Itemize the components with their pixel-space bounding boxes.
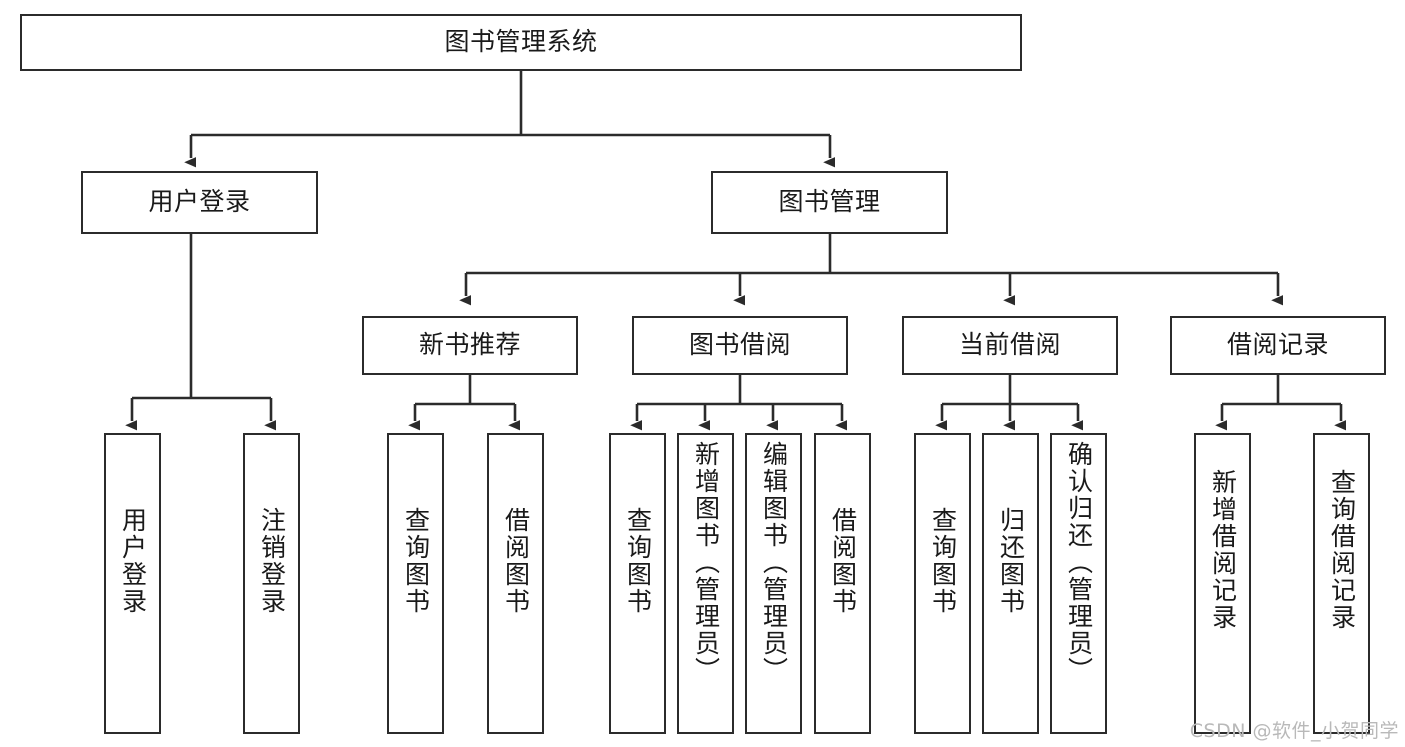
leaf-add-book-admin[interactable]: 新增图书（管理员） — [677, 433, 734, 734]
node-label: 查询借阅记录 — [1327, 469, 1357, 631]
node-label: 借阅图书 — [828, 507, 858, 615]
leaf-borrow-book-1[interactable]: 借阅图书 — [487, 433, 544, 734]
leaf-confirm-return-admin[interactable]: 确认归还（管理员） — [1050, 433, 1107, 734]
node-book-borrow[interactable]: 图书借阅 — [632, 316, 848, 375]
node-label: 图书管理系统 — [444, 27, 598, 57]
node-borrow-record[interactable]: 借阅记录 — [1170, 316, 1386, 375]
leaf-add-borrow-record[interactable]: 新增借阅记录 — [1194, 433, 1251, 734]
node-label: 编辑图书（管理员） — [759, 441, 789, 684]
node-label: 借阅记录 — [1226, 330, 1329, 360]
leaf-logout-login[interactable]: 注销登录 — [243, 433, 300, 734]
node-new-book-recommend[interactable]: 新书推荐 — [362, 316, 578, 375]
node-label: 当前借阅 — [958, 330, 1061, 360]
node-label: 借阅图书 — [501, 507, 531, 615]
node-label: 新书推荐 — [418, 330, 521, 360]
node-label: 注销登录 — [257, 507, 287, 615]
leaf-edit-book-admin[interactable]: 编辑图书（管理员） — [745, 433, 802, 734]
node-current-borrow[interactable]: 当前借阅 — [902, 316, 1118, 375]
node-label: 新增图书（管理员） — [691, 441, 721, 684]
node-label: 新增借阅记录 — [1208, 469, 1238, 631]
node-label: 查询图书 — [623, 507, 653, 615]
node-label: 确认归还（管理员） — [1064, 441, 1094, 684]
node-label: 查询图书 — [928, 507, 958, 615]
node-label: 图书借阅 — [688, 330, 791, 360]
watermark-text: CSDN @软件_小贺同学 — [1189, 720, 1399, 742]
node-label: 查询图书 — [401, 507, 431, 615]
leaf-borrow-book-2[interactable]: 借阅图书 — [814, 433, 871, 734]
leaf-user-login[interactable]: 用户登录 — [104, 433, 161, 734]
leaf-query-book-3[interactable]: 查询图书 — [914, 433, 971, 734]
leaf-query-book-1[interactable]: 查询图书 — [387, 433, 444, 734]
node-user-login[interactable]: 用户登录 — [81, 171, 318, 234]
leaf-query-borrow-record[interactable]: 查询借阅记录 — [1313, 433, 1370, 734]
node-label: 归还图书 — [996, 507, 1026, 615]
node-label: 用户登录 — [118, 507, 148, 615]
node-root-system[interactable]: 图书管理系统 — [20, 14, 1022, 71]
leaf-query-book-2[interactable]: 查询图书 — [609, 433, 666, 734]
node-book-management[interactable]: 图书管理 — [711, 171, 948, 234]
node-label: 用户登录 — [148, 187, 251, 217]
node-label: 图书管理 — [778, 187, 881, 217]
leaf-return-book[interactable]: 归还图书 — [982, 433, 1039, 734]
